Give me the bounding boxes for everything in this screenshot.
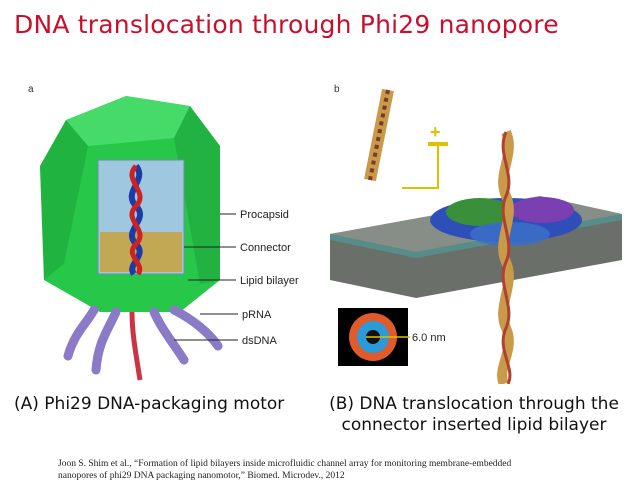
procapsid-left-face: [40, 120, 88, 280]
panel-b-letter: b: [334, 84, 340, 95]
electrode-top: [428, 142, 448, 146]
translocation-illustration: b + − 6.0 nm: [330, 84, 622, 384]
caption-panel-b-line1: (B) DNA translocation through the: [329, 394, 619, 414]
dna-strand-red: [129, 164, 143, 276]
scale-label: 6.0 nm: [412, 332, 446, 344]
caption-panel-b-line2: connector inserted lipid bilayer: [341, 415, 607, 435]
panel-a-letter: a: [28, 84, 34, 95]
label-dsdna: dsDNA: [242, 335, 278, 347]
positive-sign: +: [430, 122, 441, 142]
prna-legs: [63, 305, 223, 375]
connector-complex-purple: [510, 197, 574, 223]
citation-line1: Joon S. Shim et al., “Formation of lipid…: [58, 459, 512, 469]
panel-a-figure: a Procapsid Connector Lipid bilayer pRNA…: [24, 84, 324, 384]
procapsid-top-face: [66, 96, 190, 146]
procapsid-side-face: [174, 106, 220, 284]
translocating-dna-backbone: [501, 131, 512, 384]
free-dna-strand: [364, 88, 394, 182]
dsdna-tail: [129, 311, 143, 381]
label-lipid-bilayer: Lipid bilayer: [240, 275, 299, 287]
label-procapsid: Procapsid: [240, 209, 289, 221]
panel-b-figure: b + − 6.0 nm: [330, 84, 622, 384]
connector-complex-green: [446, 198, 514, 226]
citation-line2: nanopores of phi29 DNA packaging nanomot…: [58, 471, 345, 481]
page-title: DNA translocation through Phi29 nanopore: [14, 10, 559, 39]
citation: Joon S. Shim et al., “Formation of lipid…: [58, 458, 578, 482]
caption-panel-a: (A) Phi29 DNA-packaging motor: [14, 394, 285, 414]
caption-panel-b: (B) DNA translocation through the connec…: [324, 394, 624, 436]
label-prna: pRNA: [242, 309, 272, 321]
packaging-motor-illustration: a Procapsid Connector Lipid bilayer pRNA…: [28, 84, 299, 381]
label-connector: Connector: [240, 242, 291, 254]
